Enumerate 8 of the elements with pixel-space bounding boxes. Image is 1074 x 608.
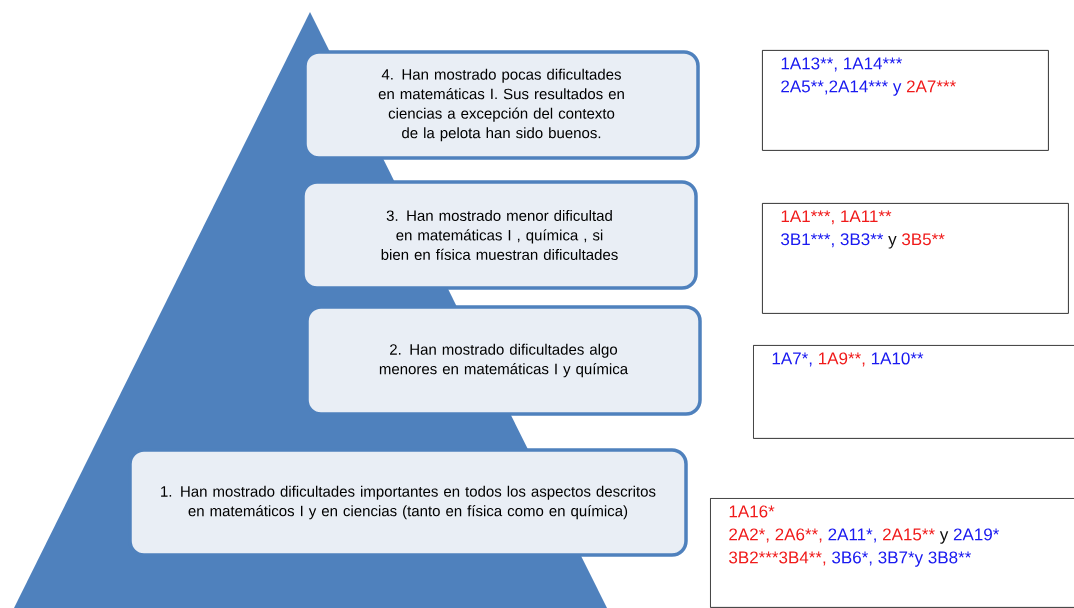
code-box: 1A13**, 1A14*** 2A5**,2A14*** y 2A7***	[762, 50, 1049, 151]
level-box: 4. Han mostrado pocas dificultades en matemáticas I. Sus resultados en ciencias a excepción del contexto de la pelota han sido buenos.	[303, 50, 700, 160]
level-box: 3. Han mostrado menor dificultad en matemáticas I , química , si bien en física muestran dificultades	[301, 180, 698, 290]
code-box: 1A7*, 1A9**, 1A10**	[753, 345, 1074, 439]
code-box: 1A1***, 1A11** 3B1***, 3B3** y 3B5**	[762, 203, 1069, 314]
code-box: 1A16* 2A2*, 2A6**, 2A11*, 2A15** y 2A19* 3B2***3B4**, 3B6*, 3B7*y 3B8**	[710, 498, 1074, 608]
level-box: 2. Han mostrado dificultades algo menores en matemáticas I y química	[305, 305, 702, 416]
level-box: 1. Han mostrado dificultades importantes en todos los aspectos descritos en matemáticos I y en ciencias (tanto en física como en química)	[128, 448, 688, 557]
